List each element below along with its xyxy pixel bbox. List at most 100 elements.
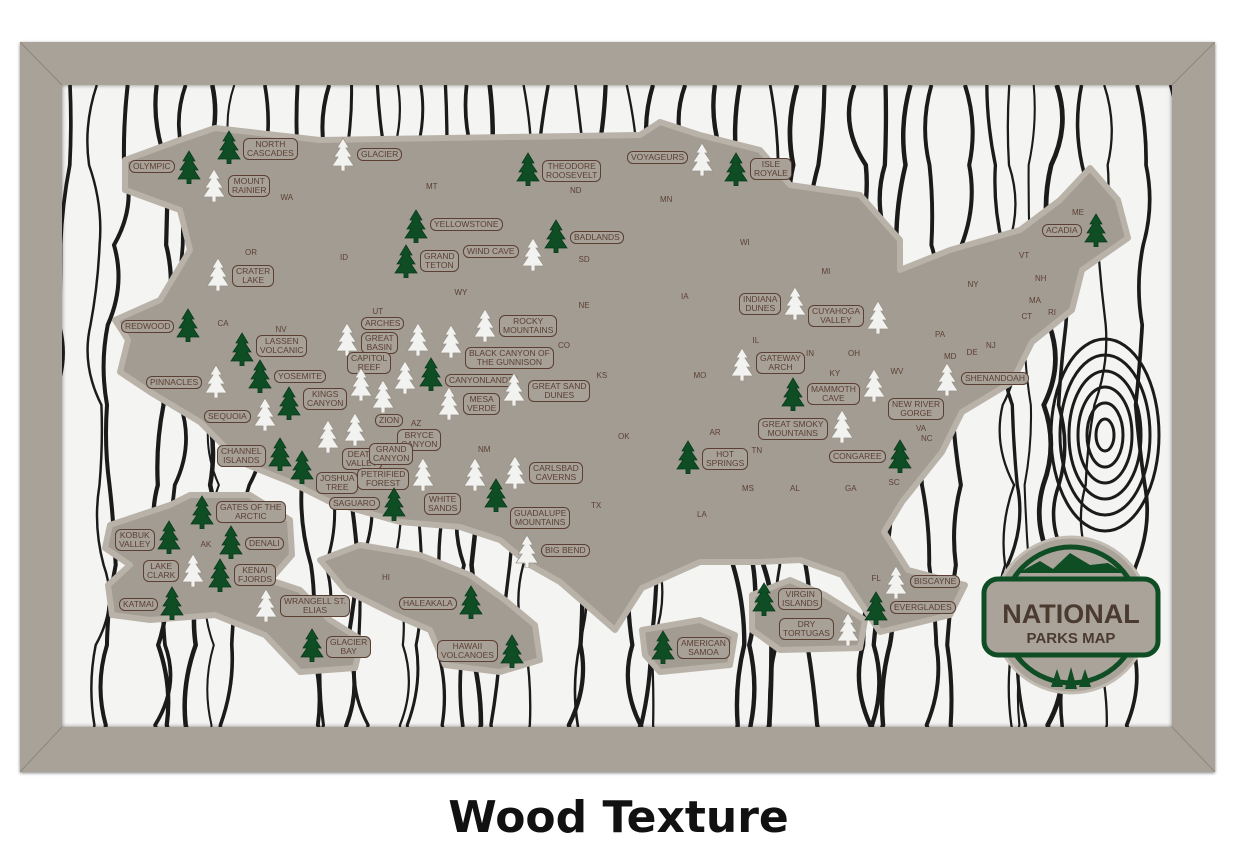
state-label: GA — [845, 483, 857, 493]
green-tree-icon[interactable] — [176, 308, 200, 342]
state-label: MN — [660, 194, 673, 204]
white-tree-icon[interactable] — [473, 308, 497, 342]
green-tree-icon[interactable] — [230, 332, 254, 366]
green-tree-icon[interactable] — [157, 520, 181, 554]
white-tree-icon[interactable] — [254, 588, 278, 622]
park-name: Yosemite — [278, 371, 322, 381]
park-label: JoshuaTree — [316, 472, 359, 494]
park-label: KenaiFjords — [234, 564, 276, 586]
green-tree-icon[interactable] — [177, 150, 201, 184]
white-tree-icon[interactable] — [343, 412, 367, 446]
white-tree-icon[interactable] — [206, 257, 230, 291]
white-tree-icon[interactable] — [503, 455, 527, 489]
green-tree-icon[interactable] — [544, 219, 568, 253]
white-tree-icon[interactable] — [830, 409, 854, 443]
green-tree-icon[interactable] — [459, 585, 483, 619]
park-name: GuadalupeMountains — [514, 508, 567, 527]
white-tree-icon[interactable] — [690, 142, 714, 176]
park-name: CarlsbadCaverns — [533, 463, 579, 482]
park-name: KobukValley — [119, 530, 151, 549]
green-tree-icon[interactable] — [500, 634, 524, 668]
park-label: WhiteSands — [424, 493, 462, 515]
park-name: Saguaro — [333, 498, 376, 508]
park-label: Congaree — [829, 450, 886, 463]
park-label: Acadia — [1042, 224, 1082, 237]
green-tree-icon[interactable] — [290, 450, 314, 484]
white-tree-icon[interactable] — [181, 553, 205, 587]
green-tree-icon[interactable] — [484, 478, 508, 512]
white-tree-icon[interactable] — [502, 372, 526, 406]
green-tree-icon[interactable] — [219, 525, 243, 559]
green-tree-icon[interactable] — [419, 357, 443, 391]
green-tree-icon[interactable] — [277, 386, 301, 420]
green-tree-icon[interactable] — [208, 558, 232, 592]
park-name: CraterLake — [236, 266, 271, 285]
green-tree-icon[interactable] — [190, 495, 214, 529]
park-label: GlacierBay — [326, 636, 372, 658]
park-name: GatewayArch — [760, 353, 801, 372]
state-label: WA — [280, 192, 294, 202]
white-tree-icon[interactable] — [406, 322, 430, 356]
green-tree-icon[interactable] — [781, 377, 805, 411]
white-tree-icon[interactable] — [521, 237, 545, 271]
green-tree-icon[interactable] — [1084, 213, 1108, 247]
green-tree-icon[interactable] — [217, 130, 241, 164]
state-label: RI — [1048, 307, 1056, 317]
white-tree-icon[interactable] — [316, 419, 340, 453]
white-tree-icon[interactable] — [463, 457, 487, 491]
white-tree-icon[interactable] — [371, 379, 395, 413]
park-label: Haleakala — [399, 597, 457, 610]
white-tree-icon[interactable] — [411, 457, 435, 491]
white-tree-icon[interactable] — [204, 364, 228, 398]
green-tree-icon[interactable] — [651, 630, 675, 664]
white-tree-icon[interactable] — [866, 300, 890, 334]
white-tree-icon[interactable] — [439, 324, 463, 358]
green-tree-icon[interactable] — [394, 244, 418, 278]
white-tree-icon[interactable] — [335, 322, 359, 356]
park-label: KingsCanyon — [303, 388, 348, 410]
park-label: Wrangell St.Elias — [280, 595, 351, 617]
park-name: Pinnacles — [150, 377, 199, 387]
white-tree-icon[interactable] — [862, 368, 886, 402]
white-tree-icon[interactable] — [884, 565, 908, 599]
park-label: CarlsbadCaverns — [529, 462, 583, 484]
white-tree-icon[interactable] — [202, 168, 226, 202]
state-label: MS — [742, 483, 754, 493]
green-tree-icon[interactable] — [864, 591, 888, 625]
white-tree-icon[interactable] — [437, 386, 461, 420]
green-tree-icon[interactable] — [248, 359, 272, 393]
park-label: AmericanSamoa — [677, 637, 730, 659]
white-tree-icon[interactable] — [349, 367, 373, 401]
white-tree-icon[interactable] — [515, 534, 539, 568]
white-tree-icon[interactable] — [730, 347, 754, 381]
green-tree-icon[interactable] — [268, 437, 292, 471]
park-label: Sequoia — [204, 410, 251, 423]
green-tree-icon[interactable] — [300, 628, 324, 662]
national-parks-map-logo: NATIONAL PARKS MAP — [981, 535, 1161, 695]
park-name: IndianaDunes — [743, 294, 778, 313]
white-tree-icon[interactable] — [253, 397, 277, 431]
state-label: OH — [848, 348, 860, 358]
white-tree-icon[interactable] — [935, 362, 959, 396]
state-label: HI — [382, 572, 390, 582]
green-tree-icon[interactable] — [382, 487, 406, 521]
state-label: TX — [591, 500, 602, 510]
green-tree-icon[interactable] — [404, 209, 428, 243]
park-name: Shenandoah — [965, 373, 1025, 383]
state-label: CT — [1021, 311, 1033, 321]
park-label: LassenVolcanic — [256, 335, 308, 357]
green-tree-icon[interactable] — [676, 440, 700, 474]
state-label: MI — [821, 266, 831, 276]
park-label: ChannelIslands — [217, 445, 266, 467]
white-tree-icon[interactable] — [783, 286, 807, 320]
green-tree-icon[interactable] — [160, 586, 184, 620]
white-tree-icon[interactable] — [331, 137, 355, 171]
state-label: NM — [478, 444, 491, 454]
green-tree-icon[interactable] — [888, 439, 912, 473]
white-tree-icon[interactable] — [393, 360, 417, 394]
green-tree-icon[interactable] — [516, 152, 540, 186]
white-tree-icon[interactable] — [836, 612, 860, 646]
green-tree-icon[interactable] — [724, 152, 748, 186]
park-label: MesaVerde — [463, 393, 501, 415]
green-tree-icon[interactable] — [752, 582, 776, 616]
